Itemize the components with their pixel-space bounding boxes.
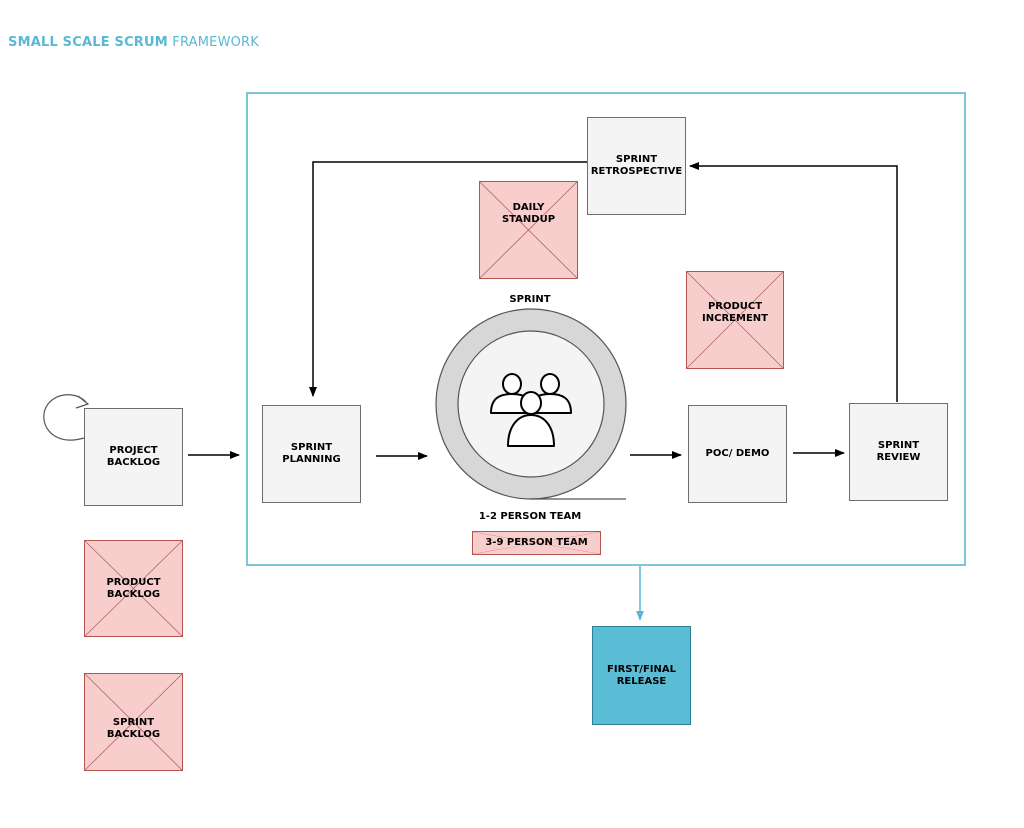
arrow-retro-to-planning: [309, 161, 587, 397]
sprint-label: SPRINT: [509, 294, 551, 305]
project-backlog-box: PROJECT BACKLOG: [84, 408, 183, 506]
cross-out-icon: [687, 272, 783, 368]
daily-standup-box: DAILY STANDUP: [479, 181, 578, 279]
title-bold: SMALL SCALE SCRUM: [8, 35, 168, 50]
team-large-box: 3-9 PERSON TEAM: [472, 531, 601, 555]
page-title: SMALL SCALE SCRUM FRAMEWORK: [8, 35, 259, 50]
cross-out-icon: [85, 674, 182, 770]
loop-arrow: [43, 394, 87, 441]
product-backlog-box: PRODUCT BACKLOG: [84, 540, 183, 637]
title-rest: FRAMEWORK: [172, 35, 260, 50]
sprint-retrospective-box: SPRINT RETROSPECTIVE: [587, 117, 686, 215]
cross-out-icon: [480, 182, 577, 278]
arrow-review-to-retro: [689, 162, 898, 402]
team-icon: [490, 373, 572, 447]
cross-out-icon: [85, 541, 182, 636]
sprint-backlog-box: SPRINT BACKLOG: [84, 673, 183, 771]
team-small-label: 1-2 PERSON TEAM: [478, 511, 582, 522]
sprint-frame: [246, 92, 966, 566]
cross-out-icon: [473, 532, 600, 554]
product-increment-box: PRODUCT INCREMENT: [686, 271, 784, 369]
sprint-review-box: SPRINT REVIEW: [849, 403, 948, 501]
poc-demo-box: POC/ DEMO: [688, 405, 787, 503]
sprint-planning-box: SPRINT PLANNING: [262, 405, 361, 503]
first-final-release-box: FIRST/FINAL RELEASE: [592, 626, 691, 725]
